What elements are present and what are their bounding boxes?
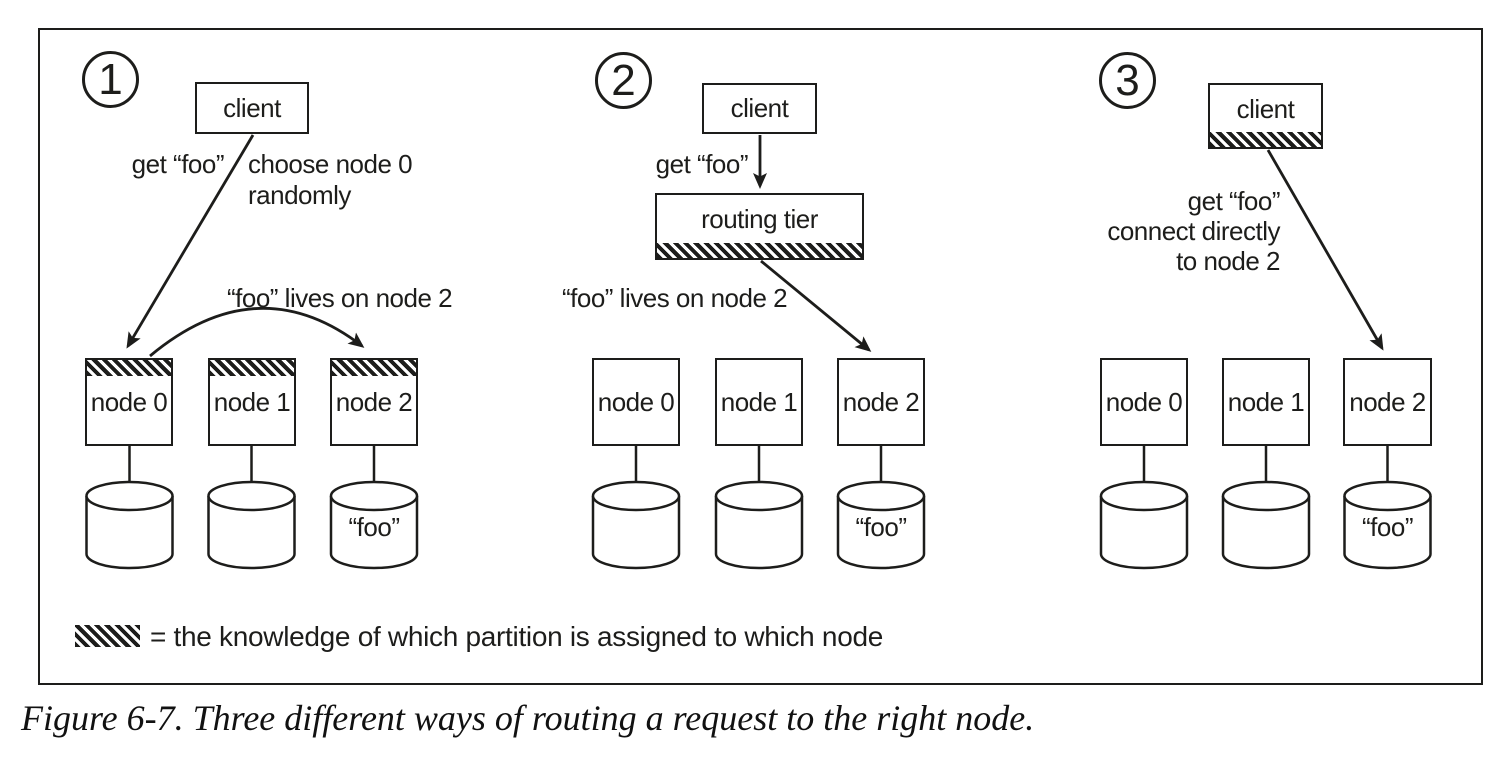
panel-1-choose-line2: randomly [248,180,351,210]
node-label: node 1 [1227,386,1305,417]
node-label: node 2 [1349,386,1426,417]
panel-1-get-foo-label: get “foo” [131,149,225,179]
panel-3-node-2-box: node 2 [1343,358,1432,446]
panel-2-number-badge: 2 [595,52,652,109]
node-label: node 1 [720,386,798,417]
node-label: node 0 [597,386,675,417]
panel-1-node-2-box: node 2 [330,358,418,446]
partition-knowledge-hatch [332,360,416,376]
panel-2-node-2-box: node 2 [837,358,925,446]
client-label: client [1236,93,1295,124]
node-label: node 2 [335,386,413,417]
panel-3-node-1-box: node 1 [1222,358,1310,446]
client-label: client [730,93,789,123]
panel-2-number: 2 [611,55,636,105]
routing-tier-label: routing tier [701,204,818,234]
node-label: node 1 [213,386,291,417]
panel-2-node-1-box: node 1 [715,358,803,446]
legend-text: = the knowledge of which partition is as… [150,621,884,652]
panel-1-choose-line1: choose node 0 [248,149,413,179]
partition-knowledge-hatch [1210,132,1321,147]
node-label: node 0 [1105,386,1183,417]
panel-3-node2-db-label: “foo” [1362,512,1413,542]
panel-3-number: 3 [1115,55,1140,105]
panel-3-number-badge: 3 [1099,52,1156,109]
panel-2-client-box: client [702,83,817,134]
panel-2-node-0-box: node 0 [592,358,680,446]
panel-1-client-box: client [195,82,309,134]
panel-3-client-box: client [1208,83,1323,149]
panel-1-number-badge: 1 [82,51,139,108]
panel-1-node2-db-label: “foo” [348,512,400,542]
node-label: node 2 [842,386,920,417]
node-label: node 0 [90,386,168,417]
panel-2-get-foo-label: get “foo” [655,149,749,179]
partition-knowledge-hatch [210,360,294,376]
panel-3-request-line2: connect directly [1107,216,1280,246]
panel-1-choose-node-label: choose node 0 randomly [248,149,438,211]
panel-1-node-1-box: node 1 [208,358,296,446]
panel-2-node2-db-label: “foo” [855,512,907,542]
panel-3-request-label: get “foo” connect directly to node 2 [1040,186,1280,276]
hatch-swatch-icon [75,625,140,647]
partition-knowledge-hatch [657,243,862,258]
panel-2-foo-lives-label: “foo” lives on node 2 [562,283,788,313]
panel-3-request-line3: to node 2 [1176,246,1280,276]
figure-caption: Figure 6-7. Three different ways of rout… [21,698,1035,738]
panel-1-node-0-box: node 0 [85,358,173,446]
panel-3-node-0-box: node 0 [1100,358,1188,446]
panel-2-routing-tier-box: routing tier [655,193,864,260]
client-label: client [223,92,281,123]
partition-knowledge-hatch [87,360,171,376]
panel-1-number: 1 [98,54,123,104]
panel-1-foo-lives-label: “foo” lives on node 2 [227,283,453,313]
panel-3-request-line1: get “foo” [1187,186,1281,216]
